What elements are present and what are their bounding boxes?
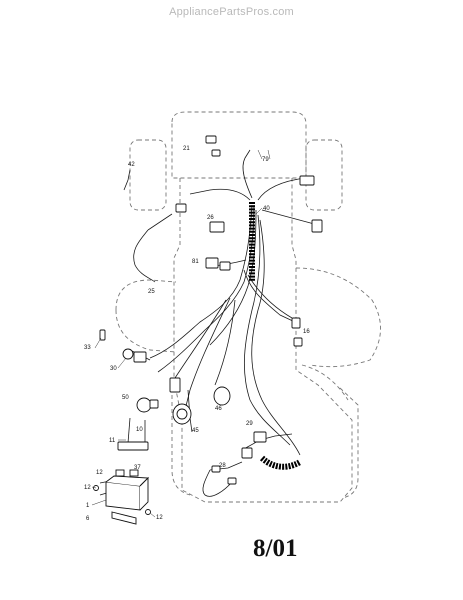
- callout-12-b: 12: [96, 470, 103, 476]
- callout-11: 11: [109, 438, 116, 444]
- callout-50: 50: [122, 395, 129, 401]
- callout-6: 6: [86, 516, 90, 522]
- callout-12: 12: [84, 485, 91, 491]
- callout-45: 45: [192, 428, 199, 434]
- watermark: AppliancePartsPros.com: [169, 6, 294, 18]
- components: [93, 135, 323, 525]
- callout-1: 1: [86, 503, 90, 509]
- callout-30: 30: [110, 366, 117, 372]
- harness-coil: [249, 202, 302, 470]
- callout-33: 33: [84, 345, 91, 351]
- callout-79: 79: [262, 157, 269, 163]
- callout-26: 26: [207, 215, 214, 221]
- callout-40: 40: [263, 206, 270, 212]
- callout-labels: 42 21 79 40 26 81 25 16 33 30 50 46 45 1…: [84, 146, 310, 522]
- callout-28: 28: [219, 463, 226, 469]
- callout-29: 29: [246, 421, 253, 427]
- callout-16: 16: [303, 329, 310, 335]
- callout-37: 37: [134, 465, 141, 471]
- callout-10: 10: [136, 427, 143, 433]
- callout-46: 46: [215, 406, 222, 412]
- callout-25: 25: [148, 289, 155, 295]
- callout-81: 81: [192, 259, 199, 265]
- leader-lines: [91, 149, 271, 518]
- callout-12-c: 12: [156, 515, 163, 521]
- callout-42: 42: [128, 162, 135, 168]
- tractor-outline: [115, 111, 381, 503]
- callout-21: 21: [183, 146, 190, 152]
- date-code: 8/01: [253, 535, 298, 562]
